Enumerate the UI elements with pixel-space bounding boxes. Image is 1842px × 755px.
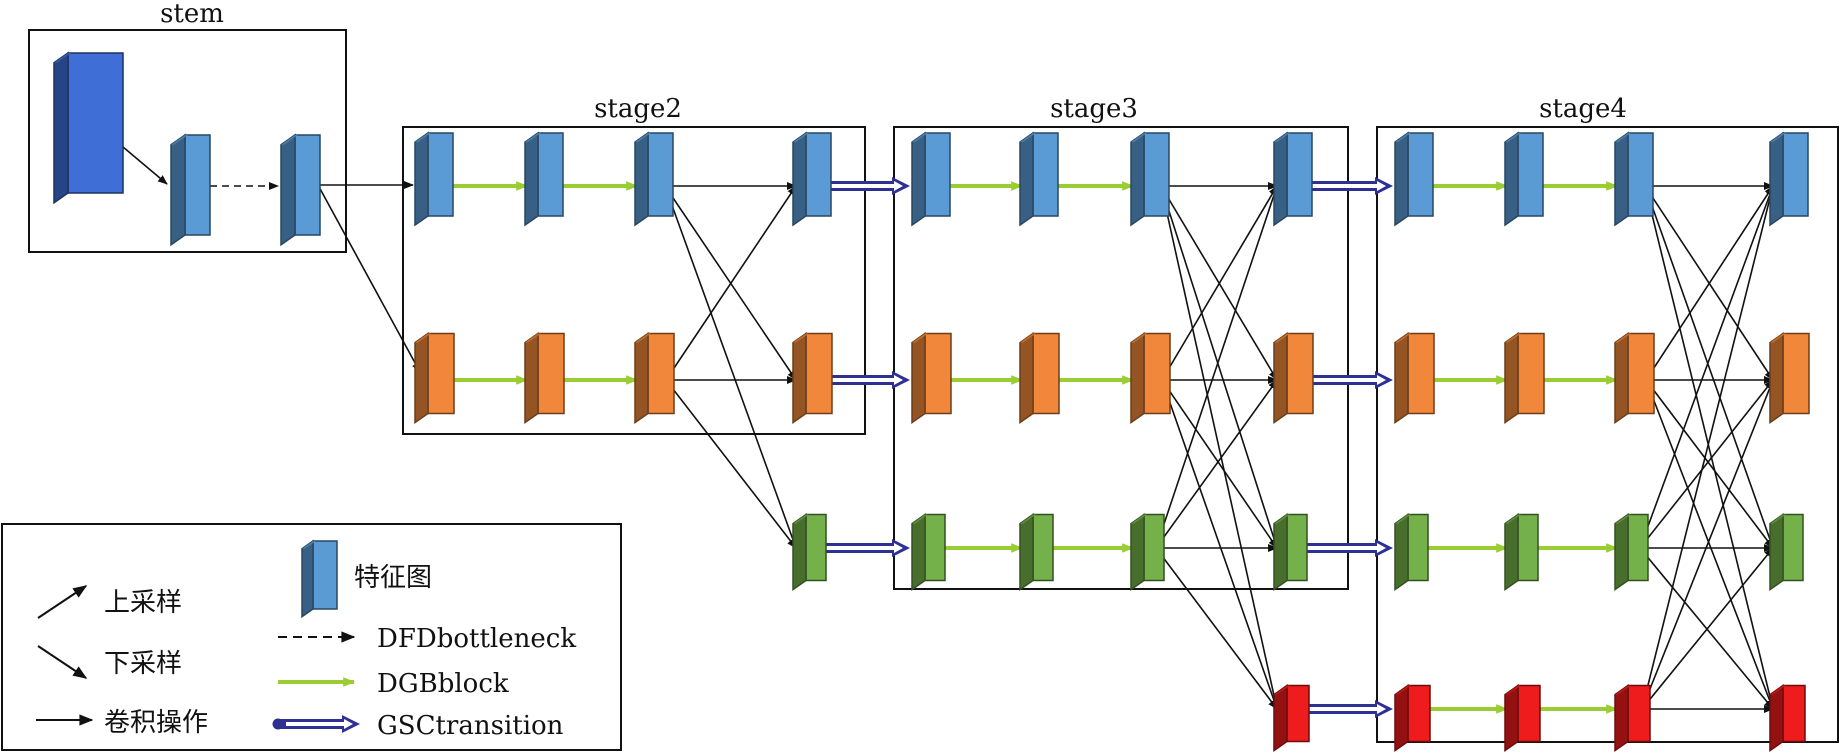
- legend-feature-map-block: [301, 539, 338, 619]
- stage4-title: stage4: [1539, 94, 1627, 124]
- stage2-fuse-orange-to-green: [665, 379, 797, 549]
- legend-dgb-label: DGBblock: [377, 669, 509, 699]
- stage4-red-block-1: [1394, 684, 1431, 753]
- stage2-box: [402, 126, 866, 435]
- stage3-fuse-green-to-red: [1155, 547, 1278, 710]
- stage3-fuse-blue-to-red: [1160, 185, 1279, 710]
- stem-to-stage2-orange: [317, 184, 421, 373]
- legend-gsc-arrow-shape: [272, 715, 360, 733]
- stage2-orange-block-4: [792, 332, 833, 425]
- stem-block-1: [170, 133, 211, 247]
- stage4-red-block-3: [1614, 684, 1651, 753]
- legend: 上采样 下采样 卷积操作 特征图 DFDbottleneck DGBblock …: [36, 539, 576, 741]
- stage4-green-block-3: [1614, 513, 1649, 592]
- stage2-blue-block-2: [524, 131, 564, 227]
- stage4-fuse-red-to-blue: [1641, 185, 1775, 710]
- stem-block-2: [280, 133, 321, 247]
- stage3-red-block-4: [1273, 684, 1310, 753]
- feature-maps: [53, 51, 1810, 753]
- stem-box: [28, 29, 347, 253]
- stage3-fuse-green-to-orange: [1155, 379, 1278, 549]
- stage3-fuse-blue-to-green: [1160, 185, 1279, 549]
- stage4-fuse-blue-to-red: [1644, 185, 1775, 710]
- stage4-blue-block-1: [1394, 131, 1434, 227]
- legend-dfd-label: DFDbottleneck: [377, 624, 576, 654]
- dgb-arrows: [447, 181, 1619, 714]
- stage3-green-block-4: [1273, 513, 1308, 592]
- stage4-fuse-orange-to-blue: [1645, 185, 1774, 381]
- stage4-fuse-orange-to-red: [1645, 379, 1774, 710]
- stage2-orange-block-3: [634, 332, 675, 425]
- stage2-blue-block-4: [792, 131, 832, 227]
- stage2-blue-block-3: [634, 131, 674, 227]
- gsc-arrows: [810, 177, 1393, 718]
- stage3-blue-block-1: [911, 131, 951, 227]
- stage3-title: stage3: [1050, 94, 1138, 124]
- stage4-orange-block-3: [1614, 332, 1655, 425]
- stage4-orange-block-2: [1504, 332, 1545, 425]
- stage2-fuse-orange-to-blue: [665, 185, 797, 381]
- stage4-fuse-red-to-orange: [1641, 379, 1774, 710]
- legend-feature-map-icon: [301, 539, 338, 619]
- stage3-fuse-orange-to-blue: [1161, 185, 1278, 381]
- stage4-red-block-2: [1504, 684, 1541, 753]
- stage3-blue-block-4: [1273, 131, 1313, 227]
- stage4-fuse-blue-to-green: [1644, 185, 1774, 549]
- legend-downsample-label: 下采样: [104, 649, 182, 679]
- legend-feature-map-label: 特征图: [354, 563, 432, 593]
- stage2-blue-block-1: [414, 131, 454, 227]
- legend-gsc-arrow: [272, 715, 360, 733]
- stage3-green-block-3: [1130, 513, 1165, 592]
- stage3-green-block-1: [911, 513, 946, 592]
- stem-title: stem: [160, 0, 224, 29]
- legend-downsample-arrow: [37, 645, 88, 679]
- stage2-orange-block-1: [414, 332, 455, 425]
- stage-boxes: [1, 29, 1839, 751]
- stage4-fuse-red-to-green: [1641, 547, 1774, 710]
- stage3-green-block-2: [1019, 513, 1054, 592]
- stage3-fuse-orange-to-green: [1161, 379, 1278, 549]
- stage3-fuse-orange-to-red: [1161, 379, 1278, 710]
- stage4-box: [1376, 126, 1839, 743]
- legend-conv-label: 卷积操作: [104, 708, 208, 738]
- stage3-orange-block-3: [1130, 332, 1171, 425]
- stem-input-block: [53, 51, 124, 205]
- stage4-blue-block-3: [1614, 131, 1654, 227]
- stage4-orange-block-4: [1769, 332, 1810, 425]
- stage4-fuse-green-to-orange: [1639, 379, 1774, 549]
- stage3-fuse-green-to-blue: [1155, 185, 1278, 549]
- stage4-blue-block-2: [1504, 131, 1544, 227]
- stage-titles: stem stage2 stage3 stage4: [160, 0, 1627, 124]
- stage4-green-block-2: [1504, 513, 1539, 592]
- stage3-blue-block-3: [1130, 131, 1170, 227]
- conv-sampling-arrows: [109, 135, 1775, 713]
- stage4-red-block-4: [1769, 684, 1806, 753]
- stage4-green-block-4: [1769, 513, 1804, 592]
- legend-box: [1, 523, 622, 751]
- stage3-orange-block-2: [1019, 332, 1060, 425]
- stage2-green-block-4: [792, 513, 827, 592]
- stage4-orange-block-1: [1394, 332, 1435, 425]
- stage2-title: stage2: [594, 94, 682, 124]
- legend-gsc-label: GSCtransition: [377, 711, 564, 741]
- stage3-blue-block-2: [1019, 131, 1059, 227]
- stage4-fuse-green-to-blue: [1639, 185, 1774, 549]
- stage3-box: [893, 126, 1349, 590]
- stage3-orange-block-4: [1273, 332, 1314, 425]
- stage4-blue-block-4: [1769, 131, 1809, 227]
- stage3-orange-block-1: [911, 332, 952, 425]
- stage4-fuse-orange-to-green: [1645, 379, 1774, 549]
- stage2-fuse-blue-to-green: [664, 185, 797, 549]
- stage2-orange-block-2: [524, 332, 565, 425]
- stage4-green-block-1: [1394, 513, 1429, 592]
- legend-upsample-arrow: [37, 585, 88, 619]
- legend-upsample-label: 上采样: [104, 588, 182, 618]
